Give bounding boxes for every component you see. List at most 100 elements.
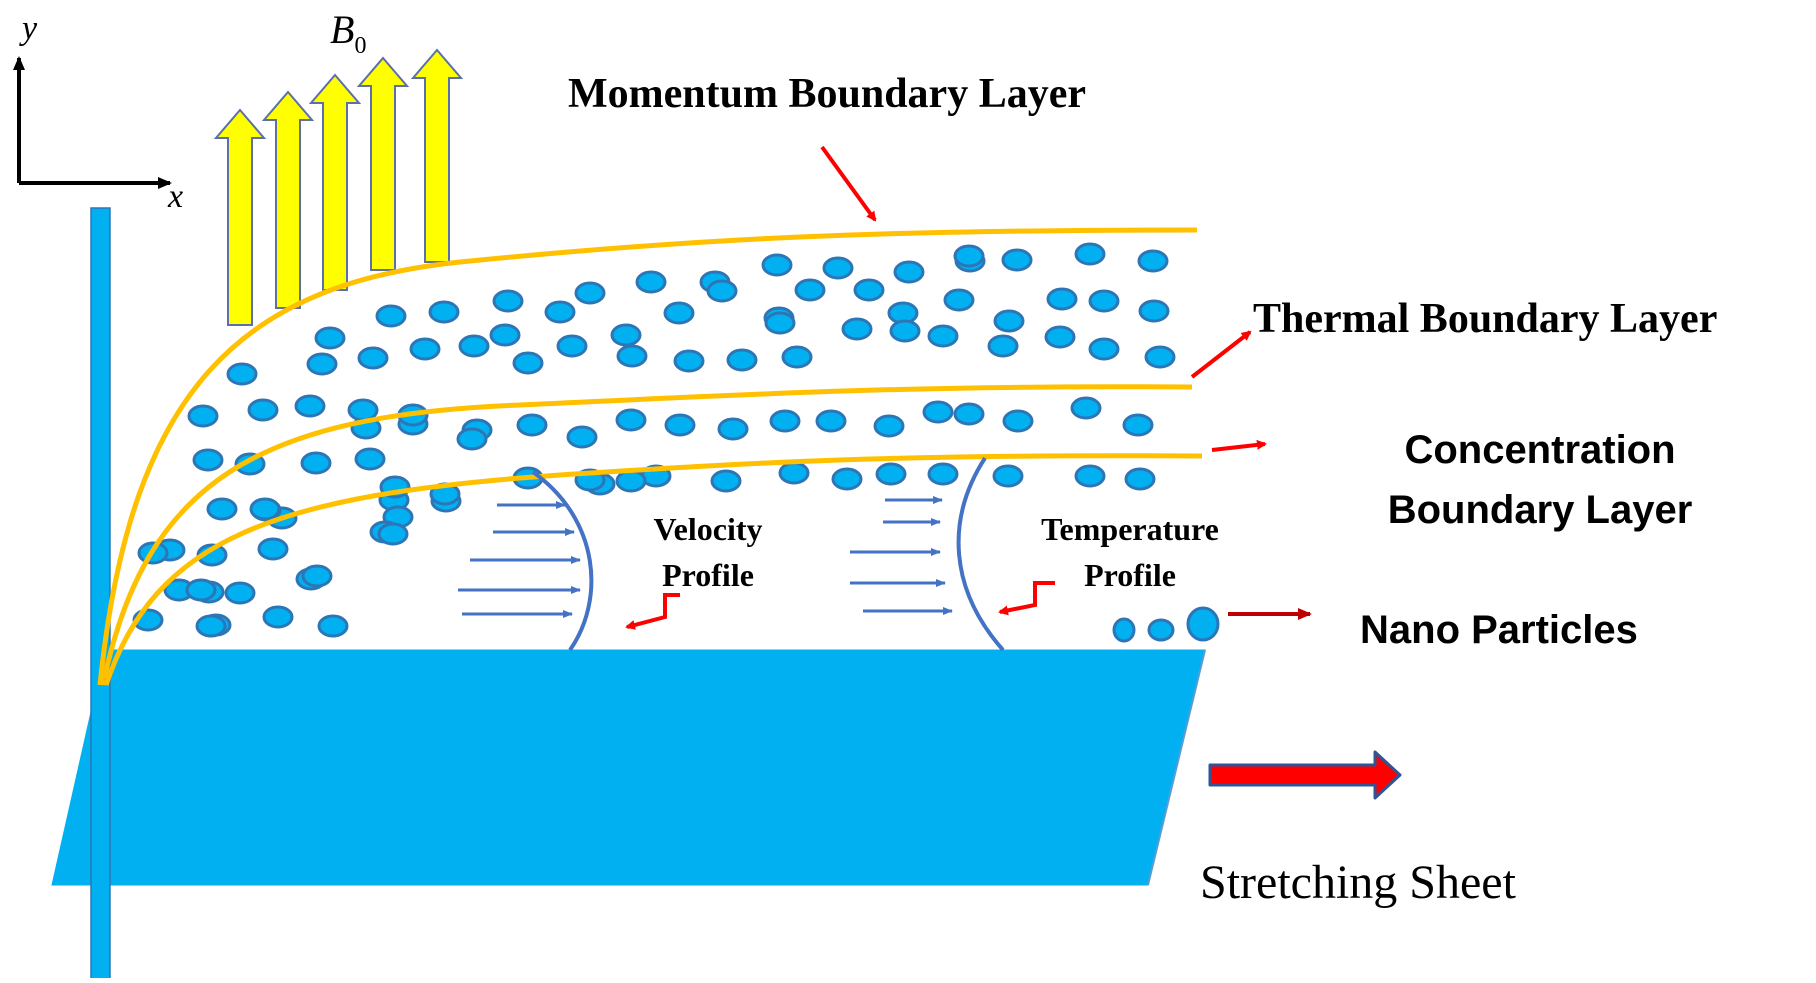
particle-61 xyxy=(516,413,548,437)
particle-46 xyxy=(357,346,389,370)
field-arrow-3 xyxy=(308,73,362,291)
nano-legend-particle-3 xyxy=(1186,606,1220,642)
particle-16 xyxy=(993,309,1025,333)
particle-59 xyxy=(615,408,647,432)
particle-43 xyxy=(512,351,544,375)
particle-85 xyxy=(206,497,238,521)
field-symbol: B0 xyxy=(330,6,366,60)
particle-32 xyxy=(1044,325,1076,349)
particle-99 xyxy=(301,564,333,588)
particle-30 xyxy=(1144,345,1176,369)
particle-93 xyxy=(224,581,256,605)
particle-extra-7 xyxy=(195,614,227,638)
particle-45 xyxy=(409,337,441,361)
particle-36 xyxy=(841,317,873,341)
particle-37 xyxy=(764,311,796,335)
velocity-profile-curve xyxy=(531,470,594,652)
particle-11 xyxy=(574,281,606,305)
particle-4 xyxy=(1137,249,1169,273)
particle-74 xyxy=(778,461,810,485)
particle-66 xyxy=(247,398,279,422)
particle-35 xyxy=(889,319,921,343)
particle-67 xyxy=(187,404,219,428)
particle-86 xyxy=(354,447,386,471)
stretching-sheet-label: Stretching Sheet xyxy=(1200,856,1516,909)
particle-31 xyxy=(1088,337,1120,361)
particle-23 xyxy=(663,301,695,325)
particle-extra-6 xyxy=(317,614,349,638)
particle-49 xyxy=(1122,413,1154,437)
particle-3 xyxy=(1074,242,1106,266)
particle-40 xyxy=(673,349,705,373)
field-symbol-letter: B xyxy=(330,7,355,52)
magnetic-field-arrows xyxy=(213,48,464,326)
particle-47 xyxy=(306,352,338,376)
stretching-sheet xyxy=(51,649,1206,886)
particle-53 xyxy=(922,400,954,424)
particle-58 xyxy=(664,413,696,437)
particle-26 xyxy=(489,323,521,347)
thermal-boundary-label: Thermal Boundary Layer xyxy=(1253,296,1718,342)
field-arrow-4 xyxy=(356,56,410,271)
particle-69 xyxy=(1074,464,1106,488)
particle-29 xyxy=(314,326,346,350)
nano-legend-particle-1 xyxy=(1112,617,1136,643)
particle-17 xyxy=(943,288,975,312)
particle-72 xyxy=(875,462,907,486)
particle-27 xyxy=(428,300,460,324)
particle-6 xyxy=(893,260,925,284)
particle-70 xyxy=(992,464,1024,488)
velocity-pointer-arrow xyxy=(625,593,680,630)
particle-44 xyxy=(458,334,490,358)
particle-22 xyxy=(706,279,738,303)
temperature-profile-curve xyxy=(956,456,1005,652)
momentum-boundary-curve xyxy=(97,227,1198,686)
particle-73 xyxy=(831,467,863,491)
particle-56 xyxy=(769,409,801,433)
particle-81 xyxy=(347,398,379,422)
concentration-boundary-curve xyxy=(103,453,1203,686)
temperature-pointer-arrow xyxy=(998,581,1055,616)
temperature-profile-arrows xyxy=(850,496,953,615)
particle-24 xyxy=(610,323,642,347)
sheet-edge-line xyxy=(1147,649,1206,886)
nano-particles-label: Nano Particles xyxy=(1360,608,1638,652)
particle-10 xyxy=(635,270,667,294)
vertical-plate xyxy=(90,207,111,983)
particle-25 xyxy=(544,300,576,324)
field-symbol-subscript: 0 xyxy=(354,33,367,59)
particle-68 xyxy=(1124,467,1156,491)
velocity-label-line1: Velocity xyxy=(653,511,763,547)
temperature-profile-label: Temperature Profile xyxy=(1010,506,1250,598)
particle-98 xyxy=(249,497,281,521)
momentum-pointer-arrow xyxy=(820,145,877,222)
particle-8 xyxy=(761,253,793,277)
particle-42 xyxy=(556,334,588,358)
particle-54 xyxy=(873,414,905,438)
particle-28 xyxy=(375,304,407,328)
concentration-boundary-label: Concentration Boundary Layer xyxy=(1350,420,1730,540)
particle-12 xyxy=(492,289,524,313)
particle-7 xyxy=(953,244,985,268)
field-arrow-5 xyxy=(410,48,464,263)
particle-extra-12 xyxy=(615,469,647,493)
concentration-label-line1: Concentration xyxy=(1404,428,1676,472)
particle-96 xyxy=(257,537,289,561)
particle-5 xyxy=(822,256,854,280)
particle-15 xyxy=(1046,287,1078,311)
particle-71 xyxy=(927,462,959,486)
temperature-label-line1: Temperature xyxy=(1041,511,1219,547)
velocity-profile-arrows xyxy=(458,501,581,618)
particle-60 xyxy=(566,425,598,449)
concentration-label-line2: Boundary Layer xyxy=(1387,488,1693,532)
momentum-boundary-label: Momentum Boundary Layer xyxy=(568,71,1086,117)
particle-41 xyxy=(616,344,648,368)
particle-50 xyxy=(1070,396,1102,420)
particle-84 xyxy=(192,448,224,472)
particle-51 xyxy=(1002,409,1034,433)
particle-65 xyxy=(294,394,326,418)
particle-14 xyxy=(1088,289,1120,313)
thermal-boundary-curve xyxy=(100,384,1193,686)
thermal-pointer-arrow xyxy=(1190,330,1252,379)
